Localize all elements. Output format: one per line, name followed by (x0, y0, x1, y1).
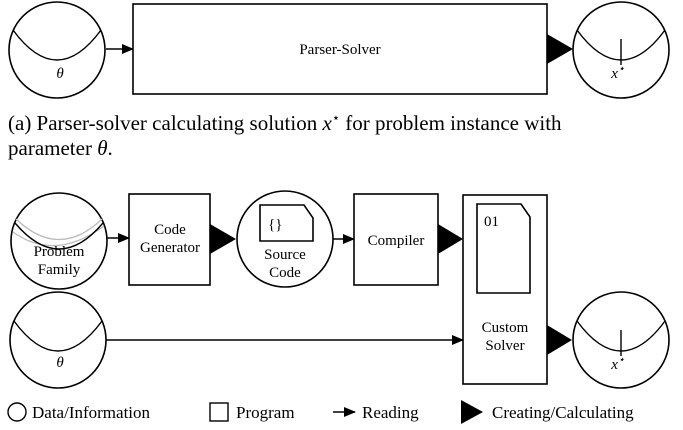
top-creating-triangle (547, 34, 573, 64)
problem-family-line2: Family (38, 262, 81, 278)
legend-creating-label: Creating/Calculating (492, 403, 634, 422)
source-code-line2: Code (269, 265, 301, 281)
bottom-panel: Problem Family Code Generator {} Source … (9, 190, 670, 389)
top-xstar-label: x⋆ (610, 63, 625, 82)
legend-creating-triangle-icon (461, 400, 483, 424)
custom-solver-line1: Custom (482, 320, 529, 336)
top-panel: θ Parser-Solver x⋆ (8, 1, 670, 99)
parser-solver-box: Parser-Solver (132, 3, 548, 95)
bottom-xstar-label: x⋆ (610, 354, 625, 373)
code-generator-box: Code Generator (128, 193, 211, 286)
compiler-label: Compiler (368, 233, 425, 249)
code-generator-line1: Code (154, 222, 186, 238)
problem-family-circle: Problem Family (10, 192, 108, 290)
source-code-circle: {} Source Code (236, 190, 334, 288)
top-input-data-circle: θ (8, 1, 106, 99)
caption-a-line1: (a) Parser-solver calculating solution x… (8, 110, 562, 135)
bottom-theta-label: θ (56, 355, 64, 371)
legend-data-icon (7, 402, 27, 422)
problem-family-line1: Problem (34, 244, 85, 260)
creating-triangle-compiler (438, 224, 463, 254)
source-file-icon (259, 204, 314, 242)
legend-reading-label: Reading (362, 403, 419, 422)
top-theta-label: θ (56, 66, 64, 82)
legend: Data/Information Program Reading Creatin… (7, 400, 634, 424)
caption-a-line2: parameter θ. (8, 136, 113, 160)
code-generator-line2: Generator (140, 240, 200, 256)
custom-solver-box: 01 Custom Solver (462, 194, 548, 385)
compiler-box: Compiler (353, 193, 439, 286)
legend-program-label: Program (236, 403, 295, 422)
top-output-data-circle: x⋆ (572, 1, 670, 99)
custom-solver-line2: Solver (485, 338, 524, 354)
binary-file-icon (476, 203, 531, 294)
creating-triangle-generator (210, 224, 236, 254)
binary-icon-text: 01 (484, 214, 499, 230)
bottom-input-data-circle: θ (9, 291, 107, 389)
source-code-icon-text: {} (268, 217, 282, 233)
source-code-line1: Source (264, 247, 306, 263)
legend-program-icon (209, 402, 229, 422)
bottom-output-data-circle: x⋆ (572, 291, 670, 389)
creating-triangle-solver (547, 325, 572, 355)
legend-data-label: Data/Information (32, 403, 151, 422)
parser-solver-label: Parser-Solver (299, 42, 380, 58)
